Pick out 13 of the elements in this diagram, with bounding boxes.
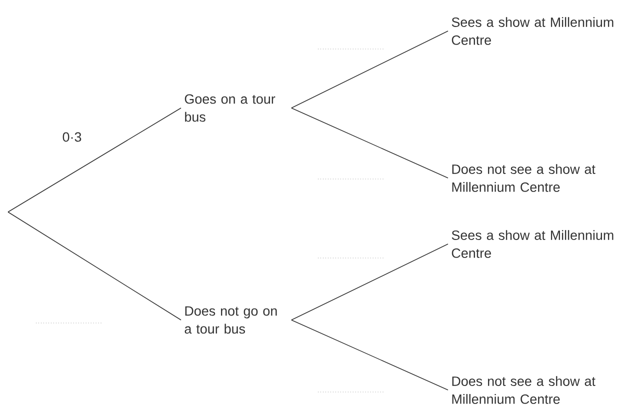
- branch-line: [8, 212, 182, 320]
- branch-label: Does not go on a tour bus: [184, 306, 277, 334]
- branch-label: Goes on a tour bus: [184, 94, 276, 122]
- edge-label: 0·3: [62, 132, 82, 142]
- branch-label: Does not see a show at Millennium Centre: [452, 376, 596, 404]
- branch-line: [291, 30, 448, 108]
- branch-line: [8, 108, 182, 212]
- branch-label: Sees a show at Millennium Centre: [452, 17, 614, 45]
- branch-line: [291, 108, 448, 178]
- branch-label: Does not see a show at Millennium Centre: [452, 164, 596, 192]
- branch-line: [291, 320, 448, 390]
- branch-line: [291, 244, 448, 320]
- branch-label: Sees a show at Millennium Centre: [452, 230, 614, 258]
